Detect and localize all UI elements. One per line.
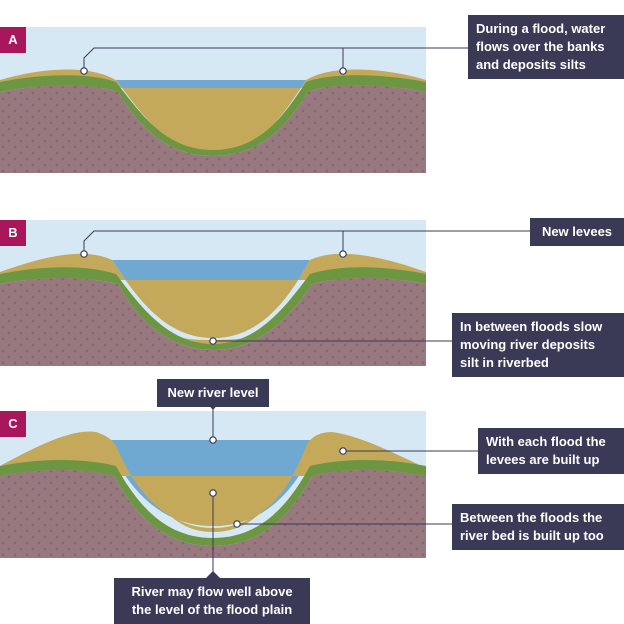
panel-a-scene bbox=[0, 27, 426, 173]
panel-a-grass bbox=[0, 75, 426, 156]
dot-b-left bbox=[80, 250, 88, 258]
panel-c-silt bbox=[0, 431, 426, 526]
leader-a-left bbox=[83, 47, 468, 71]
panel-a-soil bbox=[0, 85, 426, 173]
dot-a-left bbox=[80, 67, 88, 75]
callout-a-flood: During a flood, water flows over the ban… bbox=[468, 15, 624, 79]
panel-c-silt-bed bbox=[150, 492, 278, 532]
dot-c-level bbox=[209, 436, 217, 444]
callout-c-river-level: New river level bbox=[157, 379, 269, 407]
callout-c-flow-above: River may flow well above the level of t… bbox=[114, 578, 310, 624]
dot-b-bed bbox=[209, 337, 217, 345]
pointer-c-flow bbox=[206, 571, 220, 578]
dot-a-right bbox=[339, 67, 347, 75]
panel-b-grass bbox=[0, 267, 426, 350]
callout-b-levees: New levees bbox=[530, 218, 624, 246]
panel-c-soil bbox=[0, 470, 426, 558]
leader-b-left bbox=[83, 230, 530, 254]
panel-c-grass bbox=[0, 460, 426, 546]
panel-label-b: B bbox=[0, 220, 26, 246]
callout-c-levees-built: With each flood the levees are built up bbox=[478, 428, 624, 474]
callout-b-deposits: In between floods slow moving river depo… bbox=[452, 313, 624, 377]
panel-a-silt bbox=[0, 69, 426, 152]
dot-c-bed bbox=[233, 520, 241, 528]
panel-b-soil bbox=[0, 278, 426, 366]
dot-c-water bbox=[209, 489, 217, 497]
marker-dots bbox=[80, 67, 347, 528]
dot-b-right bbox=[339, 250, 347, 258]
panel-label-c: C bbox=[0, 411, 26, 437]
dot-c-levee bbox=[339, 447, 347, 455]
panel-label-a: A bbox=[0, 27, 26, 53]
callout-c-bed-built: Between the floods the river bed is buil… bbox=[452, 504, 624, 550]
